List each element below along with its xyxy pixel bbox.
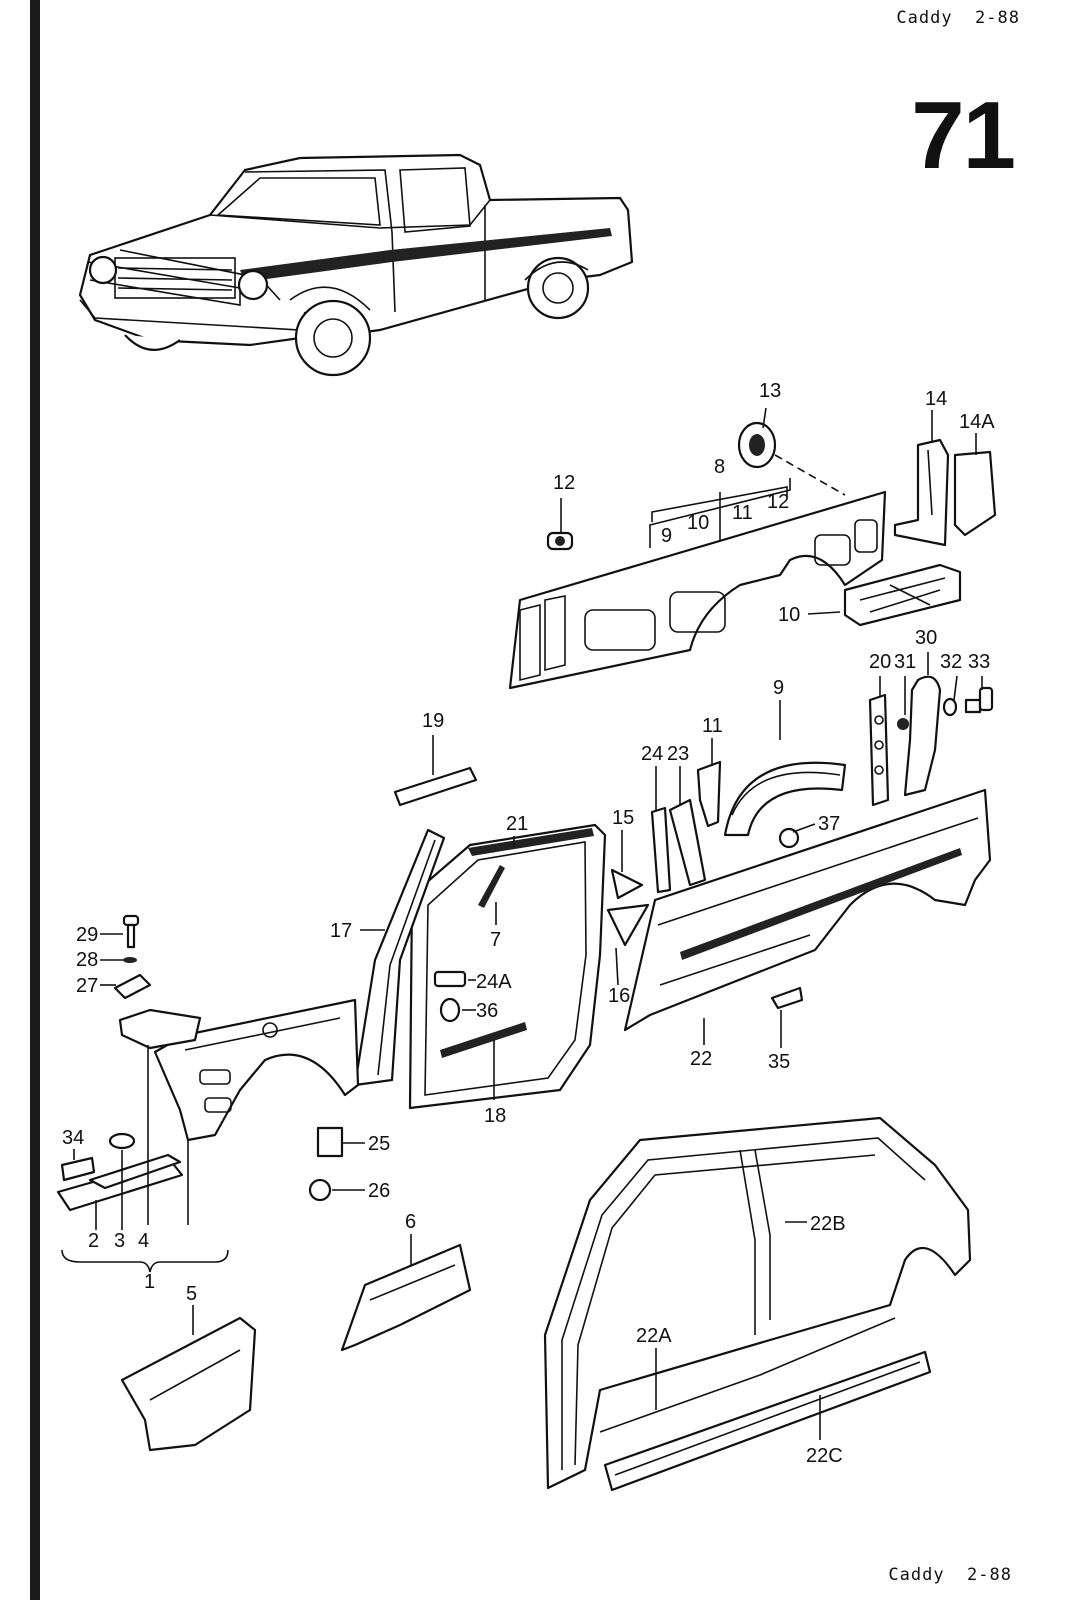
label-part-12-clip: 12 [553, 472, 575, 494]
part-37-clip [778, 827, 800, 849]
part-4-bracket [88, 1153, 182, 1190]
part-22b-b-pillar [739, 1149, 756, 1335]
part-14a-bracket [953, 450, 997, 537]
label-part-11-group: 11 [732, 502, 753, 524]
part-31-nut [897, 718, 909, 730]
part-12-clip [546, 531, 574, 551]
label-part-4: 4 [138, 1230, 149, 1252]
part-29-bolt [122, 914, 140, 949]
part-26-plug [308, 1178, 332, 1202]
part-27-plate [113, 973, 152, 1000]
part-35-bracket [770, 986, 804, 1010]
vehicle-overview-illustration [78, 153, 634, 377]
label-part-9: 9 [773, 677, 784, 699]
label-part-33: 33 [968, 651, 990, 673]
part-6-floor-panel-section [340, 1243, 472, 1352]
part-22c-sill-panel [603, 1350, 932, 1492]
label-part-31: 31 [894, 651, 916, 673]
part-25-bracket [316, 1126, 344, 1158]
page-number: 71 [911, 82, 1016, 189]
part-30-tail-pillar [903, 675, 942, 797]
label-part-22: 22 [690, 1048, 712, 1070]
label-part-34: 34 [62, 1127, 84, 1149]
label-part-12-group: 12 [767, 491, 789, 513]
label-part-1: 1 [144, 1271, 155, 1293]
label-part-10: 10 [778, 604, 800, 626]
part-16-gusset [606, 903, 650, 947]
part-22-outer-side-panel [623, 788, 992, 1032]
label-part-14a: 14A [959, 411, 995, 433]
label-part-29: 29 [76, 924, 98, 946]
part-1-inner-fender-assembly [118, 998, 360, 1142]
label-part-10-group: 10 [687, 512, 709, 534]
label-part-22b: 22B [810, 1213, 846, 1235]
label-part-6: 6 [405, 1211, 416, 1233]
label-part-26: 26 [368, 1180, 390, 1202]
part-17-a-pillar [353, 828, 446, 1087]
label-part-16: 16 [608, 985, 630, 1007]
leader-lines [61, 407, 983, 1440]
part-5-wheelhouse-front [120, 1316, 257, 1452]
part-9-wheel-arch [723, 761, 847, 837]
part-3-plate [108, 1132, 136, 1150]
part-number-labels: 13 12 8 9 10 11 12 14 14A 10 20 31 30 32… [62, 380, 995, 1467]
part-36-grommet [439, 997, 461, 1023]
label-part-35: 35 [768, 1051, 790, 1073]
footer-model: Caddy [888, 1565, 945, 1585]
page-binding-edge [30, 0, 40, 1600]
part-32-washer [942, 697, 958, 717]
part-34-reinforcement [60, 1156, 96, 1182]
label-part-32: 32 [940, 651, 962, 673]
part-33-bolt [964, 686, 994, 714]
label-part-24a: 24A [476, 971, 512, 993]
part-10-bracket [807, 563, 962, 627]
part-20-reinforcement [868, 693, 890, 807]
header-model-date: Caddy 2-88 [896, 8, 1020, 28]
part-13-grommet [737, 421, 846, 496]
part-14-pillar-bracket [893, 438, 950, 547]
footer-date: 2-88 [967, 1565, 1012, 1585]
label-part-8: 8 [714, 456, 725, 478]
label-part-30: 30 [915, 627, 937, 649]
label-part-28: 28 [76, 949, 98, 971]
part-11-bracket [696, 760, 722, 828]
label-part-7: 7 [490, 929, 501, 951]
part-21-door-frame [408, 823, 607, 1110]
label-part-17: 17 [330, 920, 352, 942]
part-23-pillar-panel [668, 798, 707, 887]
label-part-15: 15 [612, 807, 634, 829]
footer-model-date: Caddy 2-88 [888, 1565, 1012, 1585]
label-part-37: 37 [818, 813, 840, 835]
part-24a-bracket [433, 970, 467, 988]
part-15-gusset [610, 868, 644, 900]
label-part-24: 24 [641, 743, 663, 765]
label-part-20: 20 [869, 651, 891, 673]
label-part-18: 18 [484, 1105, 506, 1127]
label-part-22c: 22C [806, 1445, 843, 1467]
label-part-23: 23 [667, 743, 689, 765]
part-8-inner-side-panel [508, 478, 887, 690]
label-part-14: 14 [925, 388, 947, 410]
label-part-11: 11 [702, 715, 723, 737]
label-part-36: 36 [476, 1000, 498, 1022]
label-part-5: 5 [186, 1283, 197, 1305]
label-part-13: 13 [759, 380, 781, 402]
label-part-25: 25 [368, 1133, 390, 1155]
part-22a-body-side-frame [543, 1116, 972, 1490]
label-part-9-group: 9 [661, 525, 672, 547]
part-28-washer [123, 957, 137, 963]
header-date: 2-88 [975, 8, 1020, 28]
label-part-27: 27 [76, 975, 98, 997]
label-part-21: 21 [506, 813, 528, 835]
part-19-trim-strip [393, 766, 478, 807]
label-part-3: 3 [114, 1230, 125, 1252]
label-part-22a: 22A [636, 1325, 672, 1347]
label-part-19: 19 [422, 710, 444, 732]
header-model: Caddy [896, 8, 953, 28]
label-part-2: 2 [88, 1230, 99, 1252]
part-24-pillar-reinforcement [650, 806, 672, 894]
